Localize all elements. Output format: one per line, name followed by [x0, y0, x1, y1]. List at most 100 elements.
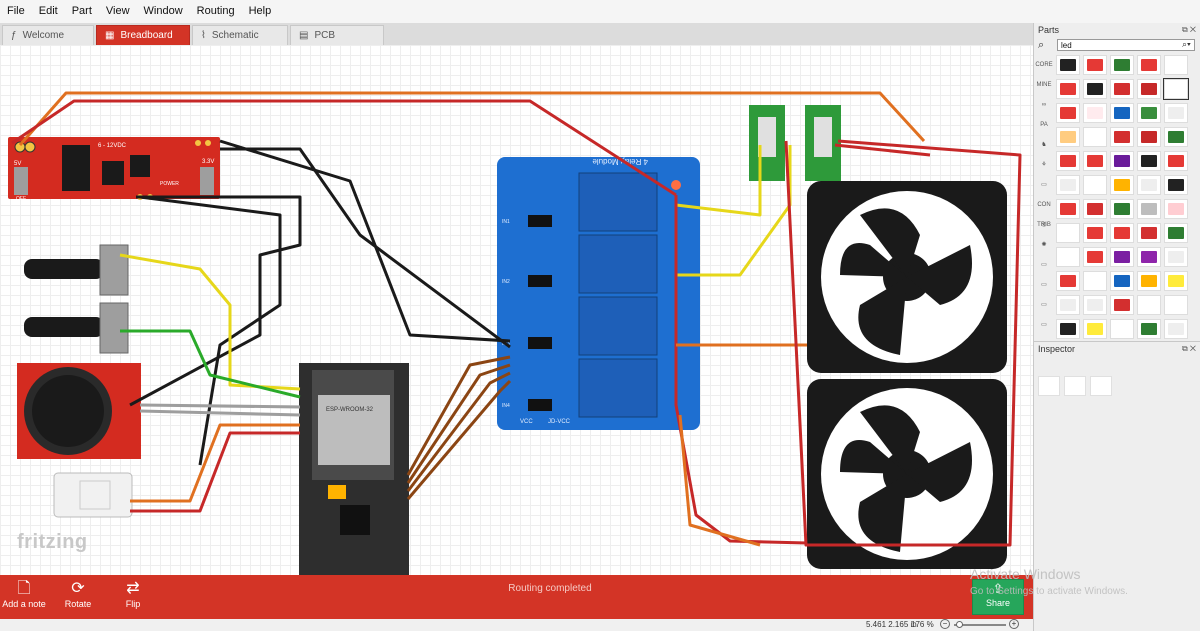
tab-welcome[interactable]: ƒ Welcome	[2, 25, 94, 45]
part-tile[interactable]	[1083, 175, 1107, 195]
part-tile[interactable]	[1056, 247, 1080, 267]
part-tile[interactable]	[1056, 55, 1080, 75]
part-tile[interactable]	[1164, 271, 1188, 291]
part-tile[interactable]	[1110, 103, 1134, 123]
rotate-button[interactable]: ⟳ Rotate	[48, 579, 108, 609]
part-tile[interactable]	[1110, 199, 1134, 219]
part-tile[interactable]	[1164, 55, 1188, 75]
relay-module[interactable]: 4 Relay Module JD-VCC VCC IN1 IN2 IN3 IN…	[497, 157, 700, 430]
bin-core[interactable]: CORE	[1035, 62, 1053, 68]
part-tile[interactable]	[1110, 295, 1134, 315]
part-tile[interactable]	[1137, 103, 1161, 123]
parts-search-input[interactable]	[1057, 39, 1195, 51]
bin-pa[interactable]: PA	[1040, 122, 1048, 128]
part-tile[interactable]	[1083, 319, 1107, 339]
part-tile[interactable]	[1056, 175, 1080, 195]
part-tile[interactable]	[1110, 247, 1134, 267]
part-tile[interactable]	[1056, 151, 1080, 171]
part-tile[interactable]	[1083, 103, 1107, 123]
part-tile[interactable]	[1164, 127, 1188, 147]
bin-contrib[interactable]: CON TRIB	[1037, 202, 1051, 228]
part-tile[interactable]	[1137, 151, 1161, 171]
bin-mine[interactable]: MINE	[1036, 82, 1052, 88]
part-tile[interactable]	[1137, 127, 1161, 147]
bin-5[interactable]: ⚘	[1041, 162, 1047, 168]
menu-window[interactable]: Window	[143, 5, 183, 17]
part-tile[interactable]	[1137, 199, 1161, 219]
power-supply-module[interactable]: 6 - 12VDC 3.3V 5V OFF POWER	[8, 137, 220, 202]
menu-edit[interactable]: Edit	[38, 5, 58, 17]
tab-pcb[interactable]: ▤ PCB	[290, 25, 384, 45]
part-tile[interactable]	[1056, 79, 1080, 99]
part-tile[interactable]	[1110, 79, 1134, 99]
bin-12[interactable]: ▭	[1041, 302, 1047, 308]
part-tile[interactable]	[1137, 295, 1161, 315]
part-tile[interactable]	[1137, 79, 1161, 99]
part-tile[interactable]	[1083, 151, 1107, 171]
part-tile[interactable]	[1110, 271, 1134, 291]
dht-sensor[interactable]	[53, 472, 133, 518]
part-tile[interactable]	[1110, 319, 1134, 339]
part-tile[interactable]	[1164, 151, 1188, 171]
part-tile[interactable]	[1056, 223, 1080, 243]
search-icon[interactable]: ⌕	[1038, 39, 1045, 51]
menu-view[interactable]: View	[105, 5, 130, 17]
part-tile[interactable]	[1083, 223, 1107, 243]
part-tile[interactable]	[1083, 199, 1107, 219]
zoom-out-button[interactable]: −	[940, 619, 950, 629]
part-tile[interactable]	[1056, 319, 1080, 339]
part-tile[interactable]	[1164, 247, 1188, 267]
bin-8[interactable]: ◎	[1041, 222, 1047, 228]
part-tile[interactable]	[1110, 127, 1134, 147]
cooling-fan-2[interactable]	[807, 379, 1007, 569]
tab-breadboard[interactable]: ▦ Breadboard	[96, 25, 190, 45]
part-tile[interactable]	[1164, 319, 1188, 339]
part-tile[interactable]	[1137, 223, 1161, 243]
part-tile[interactable]	[1163, 78, 1189, 100]
part-tile[interactable]	[1083, 127, 1107, 147]
panel-controls-icon[interactable]: ⧉ ✕	[1181, 25, 1196, 34]
bin-10[interactable]: ▭	[1041, 262, 1047, 268]
part-tile[interactable]	[1164, 175, 1188, 195]
cooling-fan-1[interactable]	[807, 181, 1007, 373]
part-tile[interactable]	[1137, 271, 1161, 291]
bin-13[interactable]: ▭	[1041, 322, 1047, 328]
terminal-block-2[interactable]	[805, 105, 841, 181]
part-tile[interactable]	[1137, 55, 1161, 75]
part-tile[interactable]	[1164, 103, 1188, 123]
zoom-slider[interactable]	[954, 624, 1006, 626]
potentiometer-2[interactable]	[24, 302, 129, 354]
part-tile[interactable]	[1056, 271, 1080, 291]
part-tile[interactable]	[1083, 247, 1107, 267]
menu-routing[interactable]: Routing	[196, 5, 235, 17]
menu-part[interactable]: Part	[71, 5, 92, 17]
part-tile[interactable]	[1056, 127, 1080, 147]
part-tile[interactable]	[1164, 199, 1188, 219]
part-tile[interactable]	[1056, 199, 1080, 219]
menu-help[interactable]: Help	[248, 5, 272, 17]
part-tile[interactable]	[1137, 175, 1161, 195]
esp32-board[interactable]: ESP-WROOM-32	[299, 363, 409, 575]
part-tile[interactable]	[1083, 55, 1107, 75]
part-tile[interactable]	[1110, 175, 1134, 195]
part-tile[interactable]	[1164, 223, 1188, 243]
part-tile[interactable]	[1083, 271, 1107, 291]
part-tile[interactable]	[1083, 79, 1107, 99]
search-options-icon[interactable]: ⌕▾	[1182, 39, 1191, 49]
bin-arduino[interactable]: ∞	[1041, 102, 1047, 108]
joystick-module[interactable]	[17, 363, 141, 459]
menu-file[interactable]: File	[7, 5, 25, 17]
breadboard-canvas[interactable]: 6 - 12VDC 3.3V 5V OFF POWER	[0, 45, 1033, 575]
part-tile[interactable]	[1137, 319, 1161, 339]
part-tile[interactable]	[1056, 103, 1080, 123]
flip-button[interactable]: ⇄ Flip	[103, 579, 163, 609]
part-tile[interactable]	[1164, 295, 1188, 315]
share-button[interactable]: ⇪ Share	[972, 579, 1024, 615]
bin-4[interactable]: ♞	[1041, 142, 1047, 148]
zoom-slider-thumb[interactable]	[956, 621, 963, 628]
part-tile[interactable]	[1110, 223, 1134, 243]
part-tile[interactable]	[1137, 247, 1161, 267]
part-tile[interactable]	[1083, 295, 1107, 315]
zoom-in-button[interactable]: +	[1009, 619, 1019, 629]
part-tile[interactable]	[1056, 295, 1080, 315]
